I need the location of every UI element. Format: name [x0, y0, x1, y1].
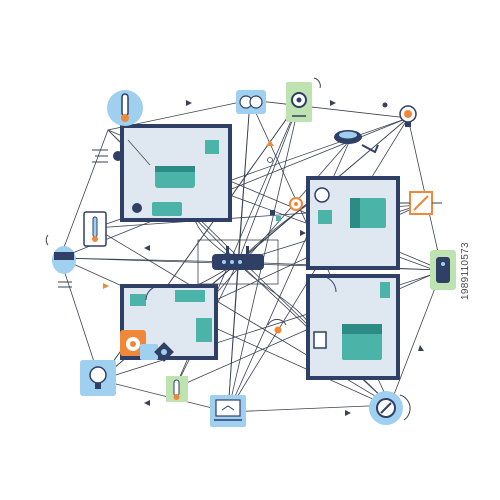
room-living [120, 124, 232, 222]
camera-icon[interactable] [286, 82, 312, 122]
washer-icon[interactable] [120, 330, 158, 360]
thermostat-left-icon[interactable] [83, 211, 107, 247]
thermostat-top-icon[interactable] [107, 90, 143, 126]
small-sensor-icon [270, 210, 281, 221]
speaker-icon[interactable] [45, 234, 76, 288]
router-hub [197, 239, 279, 285]
plug-icon[interactable] [236, 90, 266, 114]
sensor-icon[interactable] [400, 191, 442, 215]
target-icon [289, 197, 303, 211]
orange-arrow-marks [103, 140, 282, 334]
laptop-icon[interactable] [210, 395, 246, 427]
watermark-id: 1989110573 [460, 242, 471, 300]
room-bedroom-top [306, 176, 400, 270]
lightbulb-bottom-icon[interactable] [80, 360, 116, 396]
lock-icon[interactable] [154, 342, 174, 362]
robot-vacuum-icon[interactable] [334, 130, 379, 154]
thermometer-bottom-icon[interactable] [166, 376, 188, 402]
wifi-icon [267, 77, 411, 421]
smart-hub-round-icon[interactable] [369, 391, 403, 425]
lightbulb-icon[interactable] [399, 105, 417, 127]
boiler-icon[interactable] [430, 250, 456, 290]
room-bedroom-bottom [306, 274, 400, 380]
doorbell-icon [92, 149, 123, 163]
